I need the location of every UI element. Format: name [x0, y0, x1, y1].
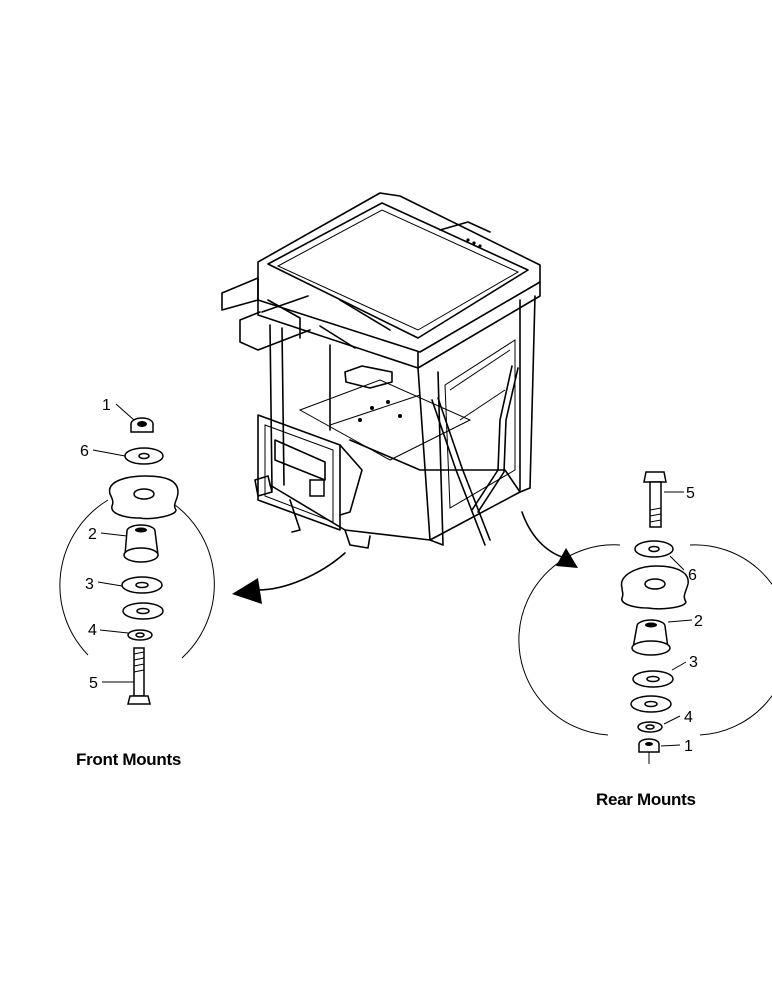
rear-lockwasher-4	[637, 721, 663, 733]
rear-callout-3: 3	[689, 654, 698, 671]
front-arrow	[232, 552, 346, 604]
rear-plate	[630, 695, 672, 713]
rear-callout-2: 2	[694, 613, 703, 630]
front-bolt-5	[127, 647, 151, 705]
rear-arrow	[521, 511, 578, 568]
front-callout-6: 6	[80, 443, 89, 460]
rear-callout-4: 4	[684, 709, 693, 726]
rear-mount-assembly	[518, 471, 772, 764]
front-isolator-2	[123, 524, 159, 563]
rear-callout-6: 6	[688, 567, 697, 584]
front-lockwasher-4	[127, 629, 153, 641]
rear-isolator-2	[631, 619, 671, 656]
front-washer-3	[121, 576, 163, 594]
operator-cab	[221, 192, 541, 549]
front-callout-1: 1	[102, 397, 111, 414]
rear-callout-5: 5	[686, 485, 695, 502]
front-mount-assembly	[59, 403, 215, 705]
front-mounts-caption: Front Mounts	[76, 750, 181, 769]
rear-washer-6	[634, 540, 674, 558]
front-washer-6	[124, 447, 164, 465]
rear-isolator-pad	[620, 565, 689, 610]
front-callout-3: 3	[85, 576, 94, 593]
rear-nut-1	[638, 738, 660, 764]
front-callout-4: 4	[88, 622, 97, 639]
front-nut	[130, 417, 154, 433]
rear-callout-1: 1	[684, 738, 693, 755]
rear-mounts-caption: Rear Mounts	[596, 790, 696, 809]
front-isolator-pad	[108, 475, 179, 520]
rear-bolt-5	[643, 471, 667, 528]
front-callout-2: 2	[88, 526, 97, 543]
rear-washer-3	[632, 670, 674, 688]
front-plate	[122, 602, 164, 620]
front-callout-5: 5	[89, 675, 98, 692]
